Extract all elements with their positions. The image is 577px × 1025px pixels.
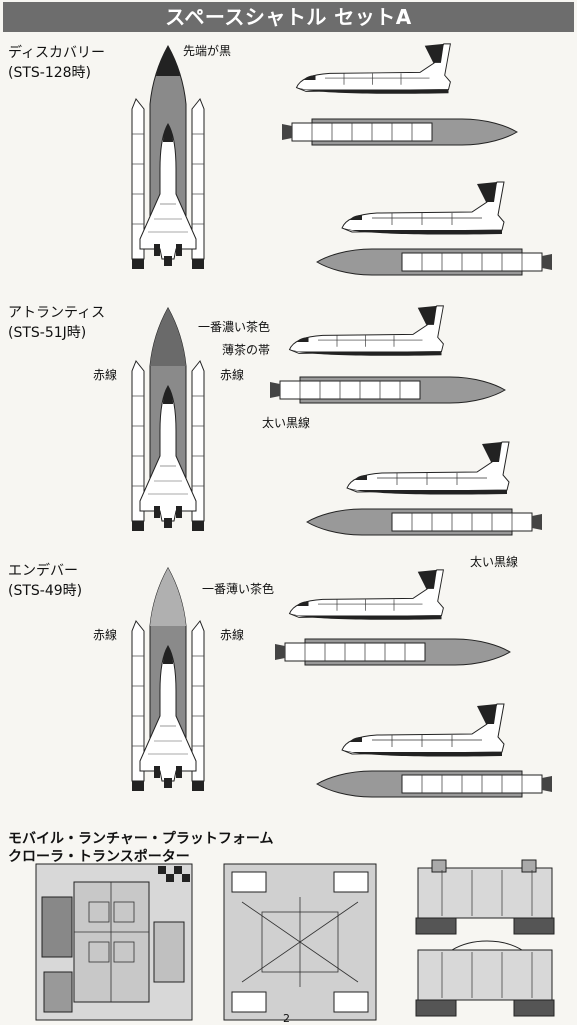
label-red-line-left: 赤線 (93, 368, 118, 382)
label-darkest-brown: 一番濃い茶色 (198, 320, 271, 334)
crawler-side-view-1 (415, 859, 555, 935)
section-endeavour-mission: (STS-49時) (8, 583, 83, 599)
label-red-line-right: 赤線 (220, 368, 245, 382)
atlantis-stack-front (131, 307, 205, 532)
endeavour-side-view-2 (316, 703, 553, 798)
crawler-side-view-2 (415, 940, 555, 1017)
discovery-side-view-1 (281, 43, 518, 146)
section-discovery-mission: (STS-128時) (8, 65, 92, 81)
label-light-brown-band: 薄茶の帯 (222, 343, 271, 357)
section-atlantis-name: アトランティス (8, 305, 106, 321)
page-header: スペースシャトル セットA (3, 2, 574, 32)
label-tip-black: 先端が黒 (183, 44, 232, 58)
atlantis-side-view-2 (306, 441, 543, 536)
discovery-stack-front (131, 45, 205, 270)
section-discovery-name: ディスカバリー (8, 45, 106, 61)
discovery-side-view-2 (316, 181, 553, 276)
label-lightest-brown: 一番薄い茶色 (202, 582, 275, 596)
label-thick-black-line-1: 太い黒線 (262, 416, 311, 430)
mlp-top-view (35, 863, 193, 1021)
crawler-top-view (223, 863, 377, 1021)
label-red-line-left-2: 赤線 (93, 628, 118, 642)
section-atlantis-mission: (STS-51J時) (8, 325, 87, 341)
label-thick-black-line-2: 太い黒線 (470, 555, 519, 569)
page-number: 2 (283, 1012, 290, 1025)
endeavour-stack-front (131, 567, 205, 792)
section-endeavour-name: エンデバー (8, 563, 78, 579)
mlp-title: モバイル・ランチャー・プラットフォーム (8, 831, 274, 847)
crawler-title: クローラ・トランスポーター (8, 849, 190, 865)
atlantis-side-view-1 (269, 305, 506, 404)
label-red-line-right-2: 赤線 (220, 628, 245, 642)
endeavour-side-view-1 (274, 569, 511, 666)
